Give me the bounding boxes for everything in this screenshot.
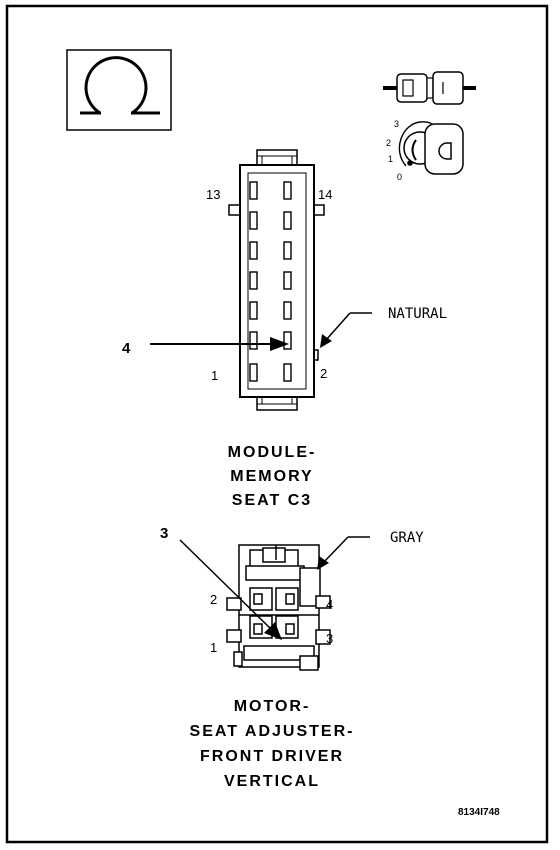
c3-color-label: NATURAL	[388, 306, 447, 322]
motor-pin-label-3: 3	[326, 631, 333, 646]
position-label-0: 0	[397, 172, 402, 182]
c3-title-line-3: SEAT C3	[232, 492, 312, 509]
terminal-position-icon: 3 2 1 0	[386, 119, 464, 182]
motor-pin-label-1: 1	[210, 640, 217, 655]
motor-title-line-2: SEAT ADJUSTER-	[190, 723, 355, 740]
c3-title-line-2: MEMORY	[230, 468, 313, 485]
motor-color-label: GRAY	[390, 530, 424, 546]
page-border	[5, 4, 549, 844]
connector-mating-icon	[383, 71, 476, 105]
motor-color-leader	[317, 536, 370, 570]
motor-pin-label-4: 4	[326, 597, 333, 612]
c3-pin-label-2: 2	[320, 366, 327, 381]
connector-motor	[226, 544, 331, 671]
connector-c3: 13 14 1 2	[206, 149, 332, 411]
position-label-2: 2	[386, 138, 391, 148]
motor-title-line-4: VERTICAL	[224, 773, 320, 790]
view-omega-icon	[66, 49, 172, 131]
callout-3-label: 3	[160, 525, 168, 542]
motor-title-line-3: FRONT DRIVER	[200, 748, 344, 765]
motor-pin-label-2: 2	[210, 592, 217, 607]
c3-pin-cavities	[249, 181, 292, 382]
callout-4-arrow	[150, 337, 289, 351]
c3-title-line-1: MODULE-	[228, 444, 317, 461]
figure-code: 8134I748	[458, 807, 500, 818]
position-label-1: 1	[388, 154, 393, 164]
c3-pin-label-13: 13	[206, 187, 220, 202]
motor-title-line-1: MOTOR-	[234, 698, 311, 715]
c3-pin-label-14: 14	[318, 187, 332, 202]
callout-4-label: 4	[122, 340, 131, 357]
c3-color-leader	[320, 312, 372, 348]
c3-pin-label-1: 1	[211, 368, 218, 383]
position-label-3: 3	[394, 119, 399, 129]
callout-3-arrow	[179, 539, 282, 640]
